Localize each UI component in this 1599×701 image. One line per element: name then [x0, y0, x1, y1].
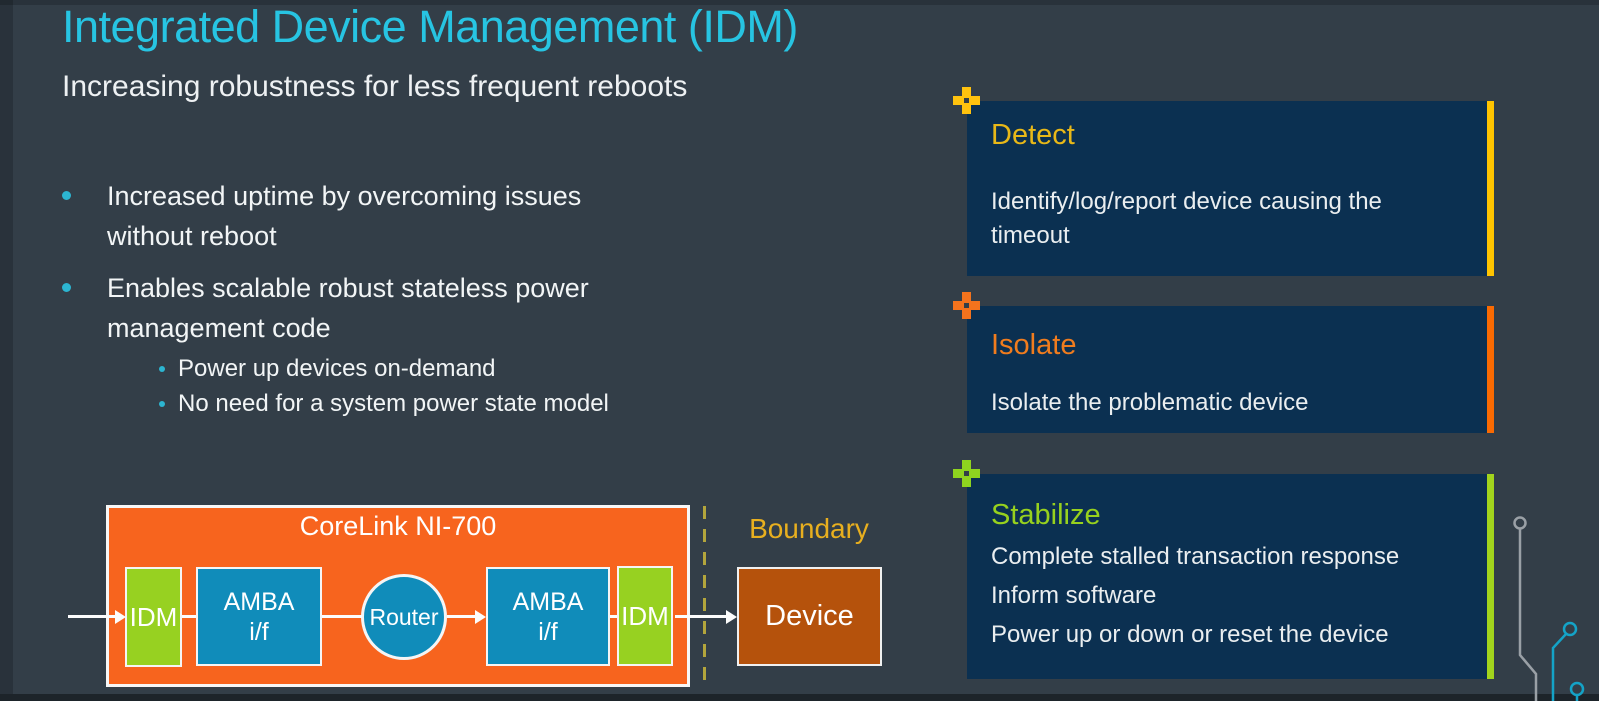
card-title: Detect [991, 119, 1075, 151]
left-edge-strip [0, 0, 13, 701]
sub-bullet-text: Power up devices on-demand [178, 355, 496, 382]
card-text: Identify/log/report device causing the t… [991, 188, 1382, 249]
circuit-trace-cyan [1551, 633, 1567, 701]
bottom-edge-strip [0, 694, 1599, 701]
connector-line [182, 615, 196, 618]
top-edge-strip [0, 0, 1599, 5]
circuit-trace-gray [1518, 529, 1538, 701]
plus-icon [953, 292, 980, 319]
sub-bullet-item: No need for a system power state model [159, 386, 695, 421]
accent-bar [1487, 306, 1494, 433]
sub-bullet-item: Power up devices on-demand [159, 351, 695, 386]
connector-line [610, 615, 617, 618]
circuit-node-icon [1513, 516, 1527, 530]
card-isolate: Isolate Isolate the problematic device [953, 292, 1494, 433]
idm-label: IDM [621, 600, 669, 631]
amba-block-left: AMBA i/f [196, 567, 322, 666]
plus-icon [953, 460, 980, 487]
circuit-node-icon [1562, 621, 1578, 637]
card-title: Stabilize [991, 499, 1101, 531]
connector-line [322, 615, 362, 618]
arrowhead-icon [475, 609, 486, 624]
card-text: Power up or down or reset the device [991, 621, 1389, 648]
sub-bullet-text: No need for a system power state model [178, 390, 609, 417]
device-block: Device [737, 567, 882, 666]
plus-center-dot [964, 98, 969, 103]
bullet-text: Increased uptime by overcoming issues wi… [107, 181, 582, 251]
connector-line [675, 615, 727, 618]
router-node: Router [361, 574, 447, 660]
idm-block-left: IDM [125, 567, 182, 667]
bullet-dot-icon [159, 366, 165, 372]
plus-center-dot [964, 303, 969, 308]
card-title: Isolate [991, 329, 1077, 361]
corelink-label: CoreLink NI-700 [299, 511, 497, 541]
bullet-list: Increased uptime by overcoming issues wi… [55, 176, 695, 433]
accent-bar [1487, 474, 1494, 679]
subtitle: Increasing robustness for less frequent … [62, 70, 688, 103]
idm-label: IDM [129, 601, 178, 632]
circuit-trace-decoration [1513, 516, 1585, 701]
card-detect: Detect Identify/log/report device causin… [953, 87, 1494, 276]
arrowhead-icon [115, 609, 126, 624]
boundary-label: Boundary [749, 513, 869, 544]
amba-label: AMBA i/f [512, 587, 584, 646]
bullet-dot-icon [62, 191, 71, 200]
sub-bullet-list: Power up devices on-demand No need for a… [159, 351, 695, 421]
circuit-node-icon [1569, 681, 1585, 697]
amba-label: AMBA i/f [223, 587, 295, 646]
bullet-dot-icon [159, 401, 165, 407]
card-text: Inform software [991, 582, 1157, 609]
page-title: Integrated Device Management (IDM) [62, 1, 798, 52]
card-text: Complete stalled transaction response [991, 543, 1400, 570]
connector-line [447, 615, 476, 618]
plus-icon [953, 87, 980, 114]
router-label: Router [369, 603, 439, 630]
arrowhead-icon [726, 609, 737, 624]
connector-line [68, 615, 116, 618]
bullet-dot-icon [62, 283, 71, 292]
boundary-dashed-line [703, 506, 706, 686]
amba-block-right: AMBA i/f [486, 567, 610, 666]
plus-center-dot [964, 471, 969, 476]
bullet-item: Enables scalable robust stateless power … [55, 268, 695, 421]
bullet-text: Enables scalable robust stateless power … [107, 273, 589, 343]
bullet-item: Increased uptime by overcoming issues wi… [55, 176, 695, 256]
device-label: Device [765, 600, 854, 632]
accent-bar [1487, 101, 1494, 276]
card-text: Isolate the problematic device [991, 389, 1309, 416]
card-stabilize: Stabilize Complete stalled transaction r… [953, 460, 1494, 679]
idm-block-right: IDM [617, 566, 673, 666]
